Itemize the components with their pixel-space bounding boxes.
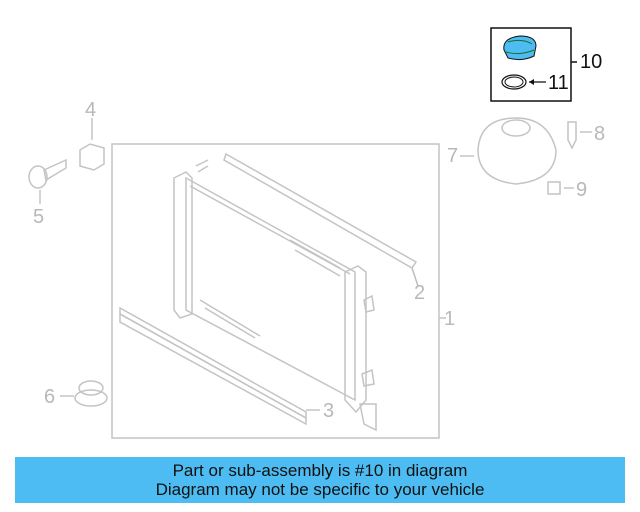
callout-7: 7	[447, 145, 459, 167]
callout-6: 6	[44, 386, 56, 408]
callout-11: 11	[548, 72, 569, 94]
callout-8: 8	[594, 123, 606, 145]
radiator-icon	[173, 159, 377, 432]
bracket-clip-icon	[79, 143, 105, 171]
banner-line-part: Part or sub-assembly is #10 in diagram	[172, 461, 468, 480]
coolant-reservoir-icon	[477, 117, 557, 185]
callout-4: 4	[85, 99, 97, 121]
grommet-icon	[78, 380, 104, 396]
radiator-assembly-frame	[111, 143, 440, 439]
callout-5: 5	[33, 206, 45, 228]
callout-3: 3	[323, 400, 335, 422]
callout-10: 10	[580, 51, 603, 73]
callout-1: 1	[444, 308, 456, 330]
callout-2: 2	[414, 282, 426, 304]
banner-line-disclaimer: Diagram may not be specific to your vehi…	[155, 480, 485, 499]
clip-icon	[547, 181, 561, 195]
parts-diagram: 1 2 3 4 5 6 7 8 9 10 11	[28, 27, 606, 439]
o-ring-icon	[501, 74, 527, 90]
cap-icon	[503, 35, 537, 61]
bolt-icon	[567, 121, 577, 150]
info-banner: Part or sub-assembly is #10 in diagram D…	[15, 457, 625, 503]
diagram-drawing	[28, 27, 592, 439]
callout-9: 9	[576, 179, 588, 201]
screw-icon	[28, 165, 48, 189]
upper-seal-strip	[223, 152, 418, 269]
highlighted-subassembly	[490, 27, 577, 102]
